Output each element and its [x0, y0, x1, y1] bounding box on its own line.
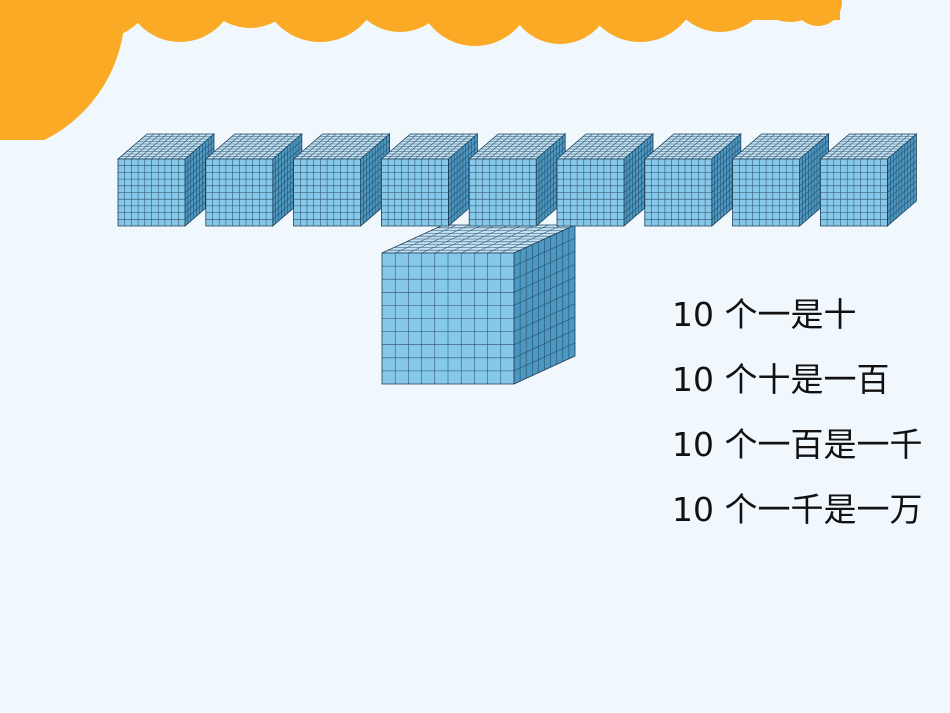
- thousand-cube-icon: [116, 133, 216, 227]
- cloud-decoration-icon: [0, 0, 842, 140]
- thousand-cube-icon: [204, 133, 303, 227]
- cube-front-face: [381, 252, 515, 385]
- thousand-cube-icon: [819, 133, 918, 227]
- cube-front-face: [380, 158, 449, 227]
- ten-thousand-cube-icon: [381, 224, 576, 385]
- cube-front-face: [468, 158, 537, 227]
- statement-thousands-to-ten-thousand: 10 个一千是一万: [672, 490, 923, 529]
- cube-side-face: [513, 224, 576, 385]
- cube-front-face: [117, 158, 186, 227]
- statement-tens-to-hundred: 10 个十是一百: [672, 360, 890, 399]
- thousand-cube-icon: [555, 133, 655, 227]
- cube-front-face: [556, 158, 625, 227]
- statement-ones-to-ten: 10 个一是十: [672, 295, 857, 334]
- thousand-cube-icon: [731, 133, 830, 227]
- cube-front-face: [820, 158, 888, 227]
- statement-hundreds-to-thousand: 10 个一百是一千: [672, 425, 923, 464]
- cube-front-face: [293, 158, 362, 227]
- cube-front-face: [732, 158, 800, 227]
- thousand-cube-icon: [380, 133, 479, 227]
- cube-front-face: [644, 158, 713, 227]
- thousand-cube-icon: [292, 133, 391, 227]
- thousand-cube-icon: [643, 133, 742, 227]
- thousand-cube-icon: [468, 133, 567, 227]
- cube-front-face: [205, 158, 274, 227]
- cloud-band: [0, 0, 840, 20]
- statement-list: 10 个一是十 10 个十是一百 10 个一百是一千 10 个一千是一万: [672, 282, 922, 542]
